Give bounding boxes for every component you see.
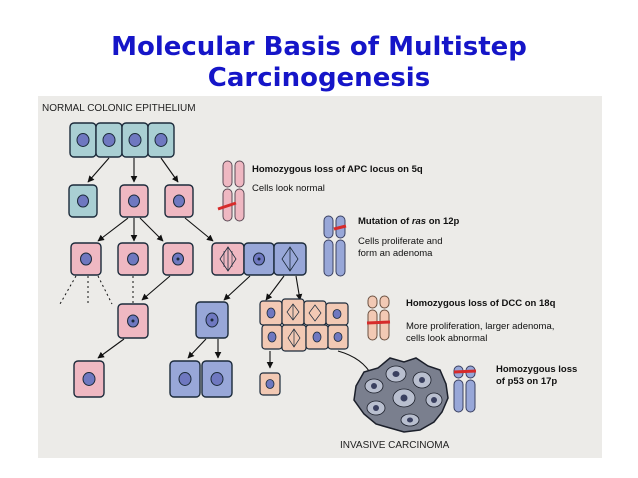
arrows-row4	[97, 338, 373, 377]
cell	[73, 360, 105, 398]
step-1-desc: Cells look normal	[252, 183, 325, 194]
step-3-desc-line2: cells look abnormal	[406, 333, 487, 344]
adenoma-cluster	[259, 298, 349, 352]
normal-cell-row	[69, 122, 175, 158]
cell	[147, 122, 175, 158]
cell	[117, 242, 149, 276]
cell	[259, 372, 281, 396]
figure-canvas: NORMAL COLONIC EPITHELIUM	[42, 103, 577, 451]
cell-row-4	[117, 301, 229, 339]
cell	[119, 184, 149, 218]
arrows-row1	[87, 157, 179, 183]
cell	[243, 242, 275, 276]
cell	[164, 184, 194, 218]
step-4-heading-line1: Homozygous loss	[496, 364, 577, 375]
dividing-cell	[273, 242, 307, 276]
cell	[95, 122, 123, 158]
chromosome-pair-ras	[323, 215, 347, 277]
arrows-row2	[97, 217, 214, 242]
step-3-heading: Homozygous loss of DCC on 18q	[406, 298, 556, 309]
title-line-2: Carcinogenesis	[207, 63, 431, 93]
step-4-heading-line2: of p53 on 17p	[496, 376, 557, 387]
cell	[201, 360, 233, 398]
cell	[195, 301, 229, 339]
step-2-desc-line2: form an adenoma	[358, 248, 433, 259]
title-line-1: Molecular Basis of Multistep	[111, 32, 527, 62]
cell-row-3	[70, 242, 307, 276]
carcinogenesis-figure: NORMAL COLONIC EPITHELIUM	[38, 96, 602, 458]
arrows-row3	[141, 275, 303, 301]
invasive-carcinoma-mass	[353, 357, 449, 433]
step-2-desc-line1: Cells proliferate and	[358, 236, 443, 247]
chromosome-pair-p53	[453, 365, 477, 413]
cell-row-5	[73, 360, 281, 398]
cell	[169, 360, 201, 398]
cell	[117, 303, 149, 339]
continuation-lines	[59, 275, 134, 305]
normal-epithelium-label: NORMAL COLONIC EPITHELIUM	[42, 103, 196, 114]
cell-row-2	[68, 184, 194, 218]
cell	[68, 184, 98, 218]
cell	[70, 242, 102, 276]
invasive-carcinoma-label: INVASIVE CARCINOMA	[340, 440, 450, 451]
step-3-desc-line1: More proliferation, larger adenoma,	[406, 321, 554, 332]
chromosome-pair-dcc	[366, 295, 391, 341]
chromosome-pair-apc	[217, 160, 245, 222]
cell	[162, 242, 194, 276]
slide-title: Molecular Basis of Multistep Carcinogene…	[0, 32, 638, 94]
step-1-heading: Homozygous loss of APC locus on 5q	[252, 164, 423, 175]
cell	[69, 122, 97, 158]
step-2-heading: Mutation of ras on 12p	[358, 216, 460, 227]
cell	[121, 122, 149, 158]
dividing-cell	[211, 242, 245, 276]
